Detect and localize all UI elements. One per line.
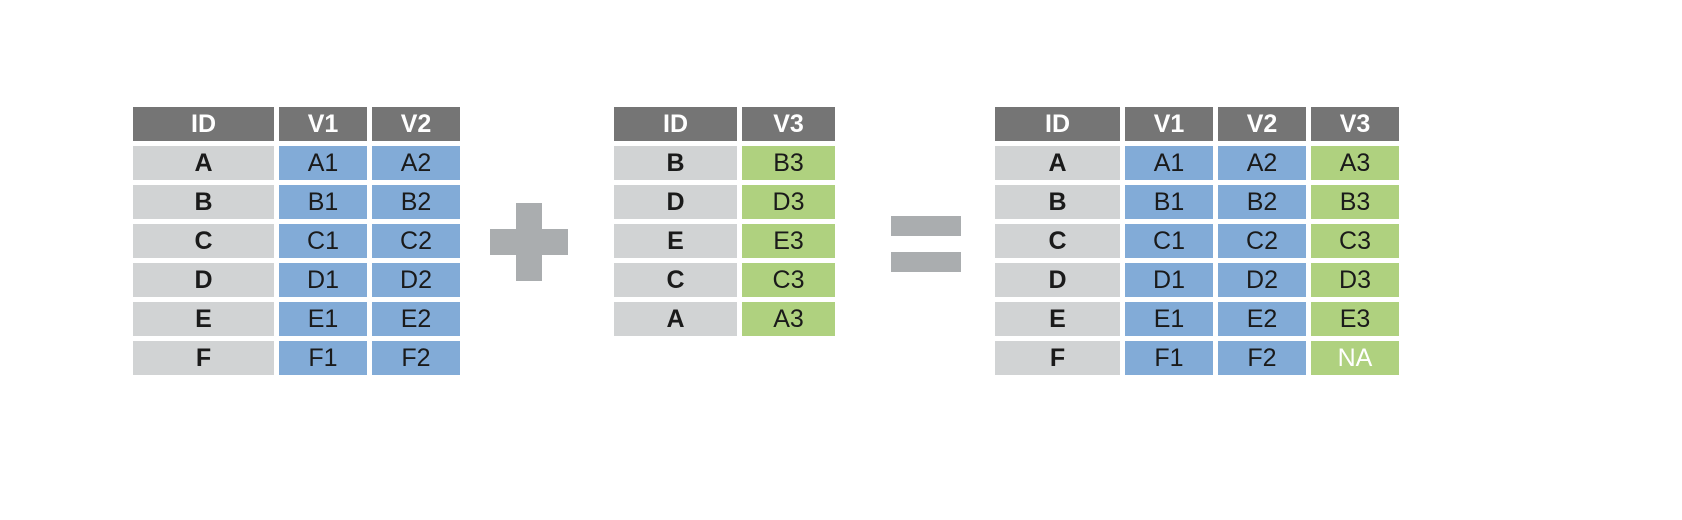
cell-value: D3 [742,185,835,219]
column-header-id: ID [995,107,1120,141]
cell-value: A3 [742,302,835,336]
cell-value: B1 [279,185,367,219]
cell-value: A1 [279,146,367,180]
column-header-id: ID [133,107,274,141]
cell-value: D1 [1125,263,1213,297]
column-header-v3: V3 [1311,107,1399,141]
cell-value: C1 [279,224,367,258]
table-row: B B1 B2 B3 [995,185,1399,219]
cell-id: E [133,302,274,336]
cell-value: B2 [1218,185,1306,219]
cell-value: E2 [372,302,460,336]
table-row: C C1 C2 [133,224,460,258]
cell-value: B1 [1125,185,1213,219]
column-header-v1: V1 [1125,107,1213,141]
cell-value: E2 [1218,302,1306,336]
cell-value: D1 [279,263,367,297]
column-header-v1: V1 [279,107,367,141]
table-row: D D1 D2 D3 [995,263,1399,297]
cell-value: E1 [279,302,367,336]
cell-value: C1 [1125,224,1213,258]
table-row: F F1 F2 [133,341,460,375]
cell-value: B3 [1311,185,1399,219]
cell-value: B2 [372,185,460,219]
column-header-id: ID [614,107,737,141]
plus-vertical-bar [516,203,542,281]
table-row: F F1 F2 NA [995,341,1399,375]
table-row: B B1 B2 [133,185,460,219]
cell-value: F1 [1125,341,1213,375]
cell-value: C3 [1311,224,1399,258]
cell-id: F [133,341,274,375]
result-table: ID V1 V2 V3 A A1 A2 A3 B B1 B2 B3 C C1 C… [995,107,1399,375]
column-header-v3: V3 [742,107,835,141]
table-row: D D1 D2 [133,263,460,297]
cell-value: E3 [742,224,835,258]
cell-value: E1 [1125,302,1213,336]
cell-value: F2 [372,341,460,375]
table-row: C C1 C2 C3 [995,224,1399,258]
column-header-v2: V2 [372,107,460,141]
table-row: E E1 E2 E3 [995,302,1399,336]
cell-value: A2 [372,146,460,180]
table-row: A A1 A2 [133,146,460,180]
cell-id: C [133,224,274,258]
cell-value: F2 [1218,341,1306,375]
cell-value-na: NA [1311,341,1399,375]
column-header-v2: V2 [1218,107,1306,141]
cell-value: D2 [1218,263,1306,297]
cell-id: A [133,146,274,180]
table-row: E E1 E2 [133,302,460,336]
equals-top-bar [891,216,961,236]
cell-value: C3 [742,263,835,297]
table-row: B B3 [614,146,835,180]
table-row: A A1 A2 A3 [995,146,1399,180]
middle-table: ID V3 B B3 D D3 E E3 C C3 A A3 [614,107,835,336]
table-row: D D3 [614,185,835,219]
plus-icon [490,203,568,281]
cell-id: F [995,341,1120,375]
cell-value: D3 [1311,263,1399,297]
cell-value: A2 [1218,146,1306,180]
equals-bottom-bar [891,252,961,272]
table-header-row: ID V3 [614,107,835,141]
cell-id: E [614,224,737,258]
cell-id: B [995,185,1120,219]
cell-value: C2 [372,224,460,258]
table-row: A A3 [614,302,835,336]
cell-value: F1 [279,341,367,375]
cell-value: C2 [1218,224,1306,258]
cell-value: E3 [1311,302,1399,336]
cell-id: C [995,224,1120,258]
cell-value: D2 [372,263,460,297]
cell-id: E [995,302,1120,336]
equals-icon [891,216,961,272]
table-header-row: ID V1 V2 [133,107,460,141]
table-header-row: ID V1 V2 V3 [995,107,1399,141]
cell-value: A3 [1311,146,1399,180]
cell-id: A [614,302,737,336]
cell-id: C [614,263,737,297]
cell-id: D [133,263,274,297]
cell-id: A [995,146,1120,180]
left-table: ID V1 V2 A A1 A2 B B1 B2 C C1 C2 D D1 D2… [133,107,460,375]
cell-id: B [614,146,737,180]
table-row: C C3 [614,263,835,297]
cell-id: D [995,263,1120,297]
cell-value: B3 [742,146,835,180]
cell-value: A1 [1125,146,1213,180]
table-row: E E3 [614,224,835,258]
cell-id: B [133,185,274,219]
cell-id: D [614,185,737,219]
